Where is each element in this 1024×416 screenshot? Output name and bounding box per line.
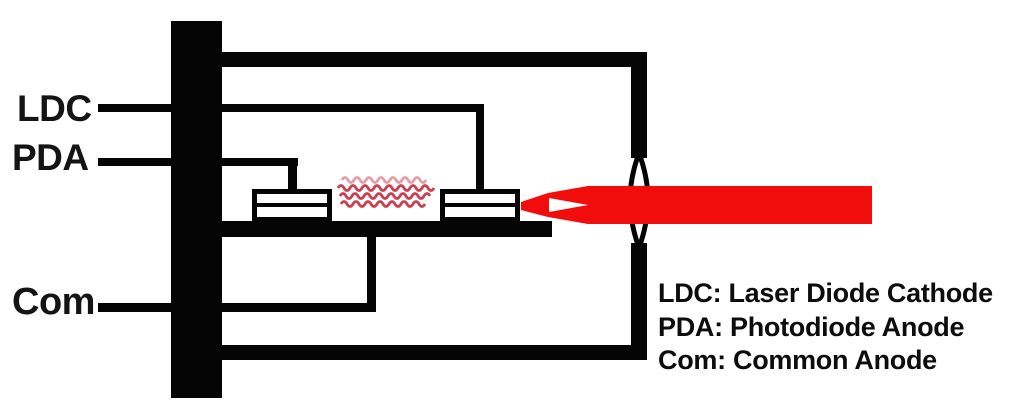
package-right-wall-lower <box>631 243 647 360</box>
legend-line-pda: PDA: Photodiode Anode <box>658 311 965 342</box>
photodiode-chip-divider <box>256 203 328 207</box>
package-stem <box>171 21 222 398</box>
legend-line-ldc: LDC: Laser Diode Cathode <box>658 278 993 308</box>
package-top-wall <box>222 52 647 67</box>
legend-line-com: Com: Common Anode <box>658 345 937 375</box>
laser-diode-chip <box>440 189 520 222</box>
com-wire <box>98 303 376 312</box>
package-right-wall-upper <box>631 52 647 158</box>
package-bottom-wall <box>222 345 647 360</box>
pin-label-ldc: LDC <box>17 88 92 129</box>
photodiode-chip <box>252 189 332 222</box>
pda-wire-drop <box>288 158 297 193</box>
legend: LDC: Laser Diode Cathode PDA: Photodiode… <box>658 277 993 378</box>
laser-beam <box>521 186 872 224</box>
ldc-wire <box>98 104 484 112</box>
radiation-waves-icon <box>336 176 436 208</box>
com-wire-riser <box>367 237 376 307</box>
submount-baseplate <box>222 221 552 237</box>
ldc-wire-drop <box>476 104 484 190</box>
pin-label-pda: PDA <box>12 137 89 178</box>
laser-diode-chip-divider <box>444 203 516 207</box>
pda-wire <box>98 158 298 166</box>
pin-label-com: Com <box>12 281 95 323</box>
